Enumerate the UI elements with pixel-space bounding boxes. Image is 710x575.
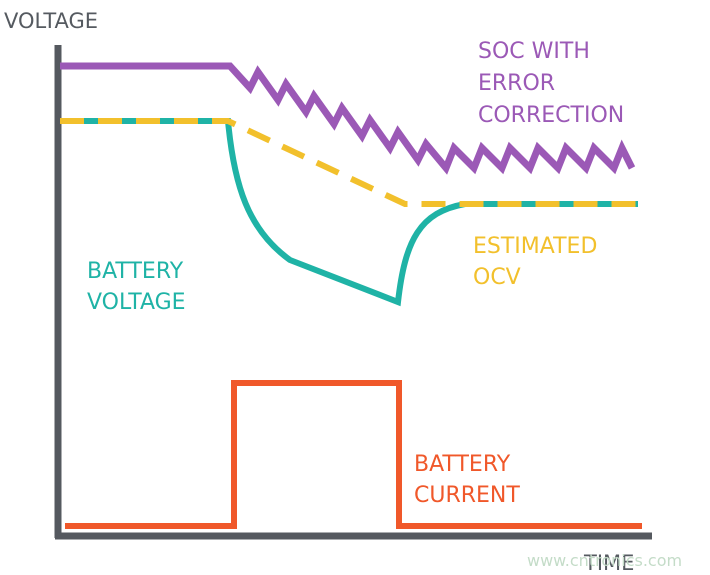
soc-line xyxy=(60,62,636,175)
estimated-ocv-label: ESTIMATED OCV xyxy=(473,234,597,290)
soc-label-line: ERROR xyxy=(478,71,555,96)
soc-label-line: SOC WITH xyxy=(478,39,590,64)
soc-label: SOC WITH ERROR CORRECTION xyxy=(478,39,624,128)
battery-voltage-label-line: VOLTAGE xyxy=(87,290,186,315)
battery-voltage-line xyxy=(60,118,638,307)
axes xyxy=(54,45,652,540)
watermark: www.cntronics.com xyxy=(527,551,682,570)
battery-current-label-line: CURRENT xyxy=(414,483,520,508)
battery-current-label: BATTERY CURRENT xyxy=(414,452,520,508)
battery-voltage-label-line: BATTERY xyxy=(87,259,184,284)
x-axis-label: TIME xyxy=(583,551,634,575)
y-axis-label: VOLTAGE xyxy=(4,9,98,33)
battery-current-label-line: BATTERY xyxy=(414,452,511,477)
battery-voltage-label: BATTERY VOLTAGE xyxy=(87,259,186,315)
soc-label-line: CORRECTION xyxy=(478,103,624,128)
estimated-ocv-line xyxy=(60,118,638,207)
estimated-ocv-label-line: ESTIMATED xyxy=(473,234,597,259)
battery-current-line xyxy=(65,380,642,529)
estimated-ocv-label-line: OCV xyxy=(473,265,521,290)
